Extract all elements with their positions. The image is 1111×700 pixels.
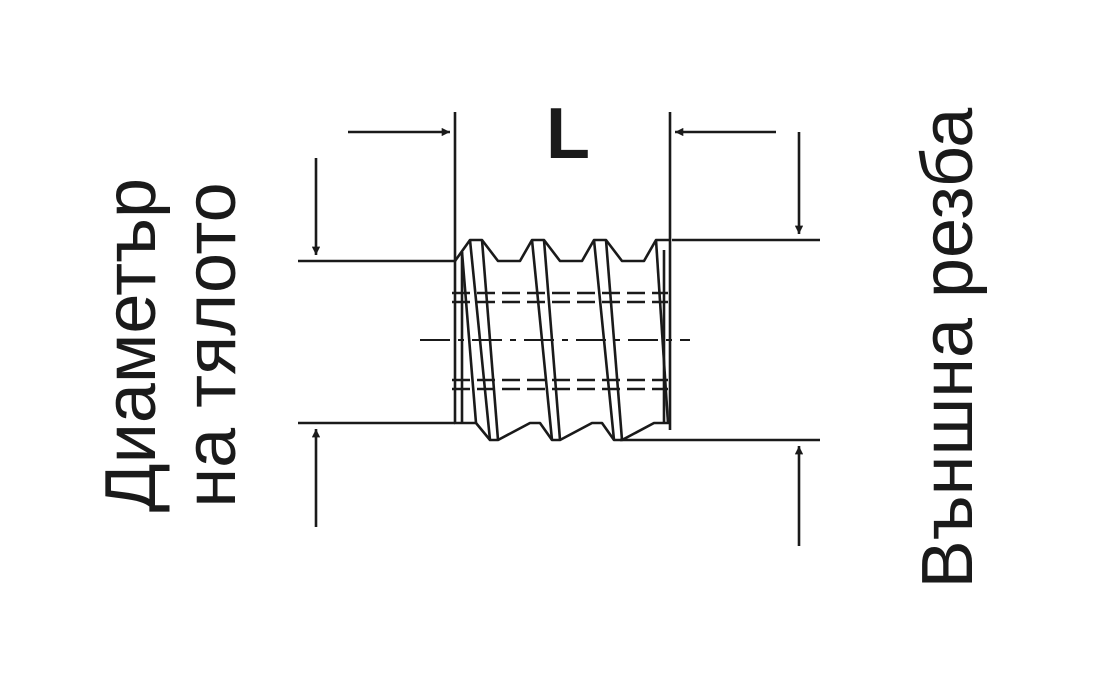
right-label: Външна резба [908,107,988,589]
body-diameter-dimension [298,158,455,527]
left-label-group-2: на тялото [171,182,251,507]
left-label-group: Диаметър [91,178,171,512]
length-label: L [546,94,590,174]
left-label-line2: на тялото [171,182,251,507]
thread-crest-7 [654,239,670,424]
internal-thread-hidden-lines [452,291,668,391]
right-label-group: Външна резба [908,107,988,589]
thread-diameter-dimension [620,132,820,546]
left-label-line1: Диаметър [91,178,171,512]
thread-crest-8 [460,251,478,424]
length-dimension [348,112,776,262]
